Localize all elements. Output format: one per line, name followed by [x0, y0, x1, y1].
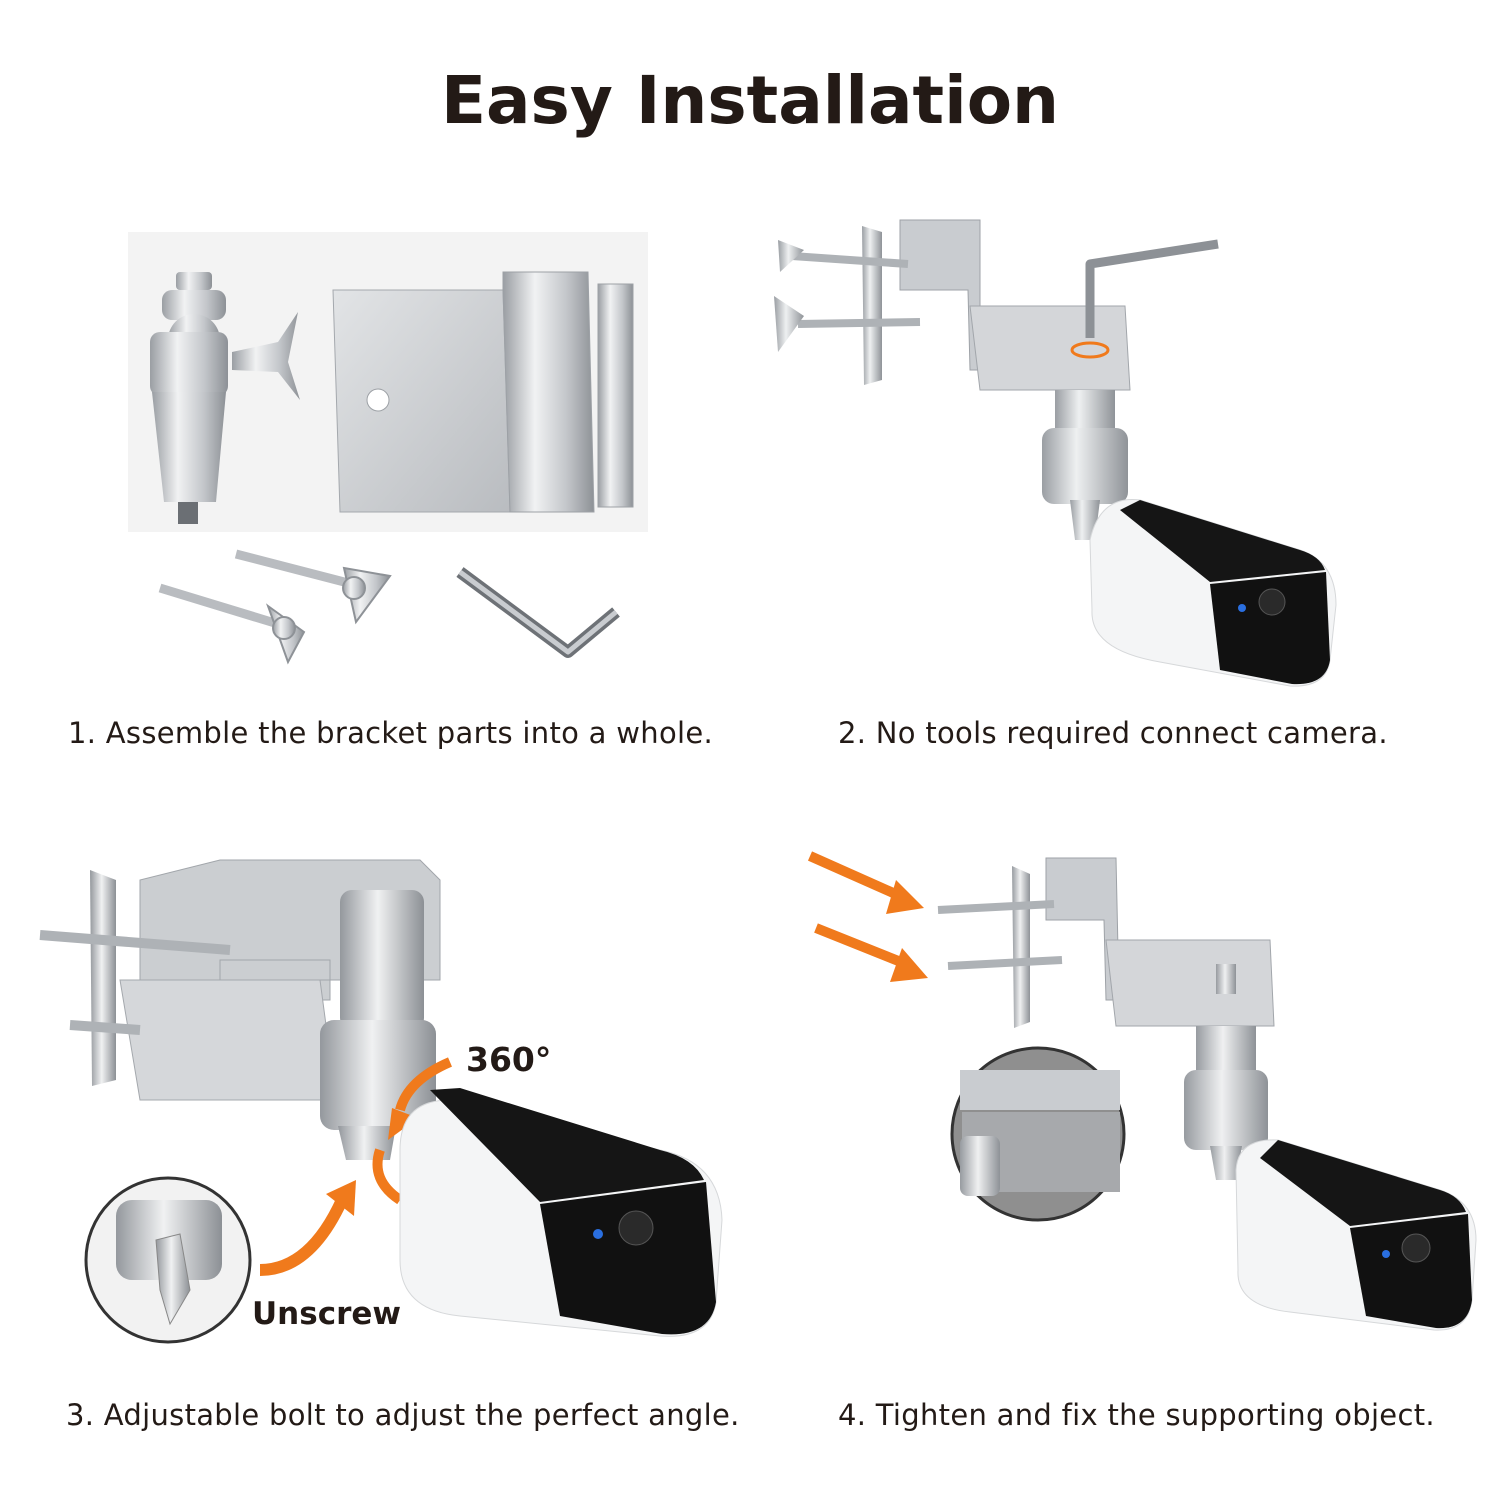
- bracket-clamp-icon: [774, 219, 1131, 391]
- camera-icon: [399, 1088, 723, 1337]
- step-3-caption: 3. Adjustable bolt to adjust the perfect…: [66, 1398, 740, 1432]
- swivel-post-icon: [1042, 390, 1128, 540]
- step-3-image: [20, 850, 740, 1350]
- camera-icon: [1235, 1139, 1477, 1331]
- unscrew-label: Unscrew: [252, 1296, 402, 1332]
- step-4-caption: 4. Tighten and fix the supporting object…: [838, 1398, 1435, 1432]
- push-arrow-icon: [259, 1180, 356, 1276]
- rotation-label: 360°: [466, 1040, 552, 1079]
- push-arrow-icon: [807, 851, 928, 982]
- zoom-detail-icon: [950, 1046, 1126, 1222]
- step-1-caption: 1. Assemble the bracket parts into a who…: [68, 716, 714, 750]
- step-2-caption: 2. No tools required connect camera.: [838, 716, 1388, 750]
- zoom-detail-icon: [84, 1176, 252, 1344]
- hex-key-icon: [1085, 239, 1219, 338]
- swivel-post-icon: [150, 272, 300, 524]
- camera-icon: [1089, 499, 1337, 687]
- bracket-clamp-icon: [937, 857, 1275, 1028]
- step-1-image: [128, 232, 648, 692]
- hex-key-icon: [456, 567, 620, 658]
- wing-screw-icon: [158, 549, 392, 665]
- rotate-arrow-icon: [1070, 341, 1110, 359]
- step-2-image: [760, 210, 1360, 690]
- page-title: Easy Installation: [440, 62, 1060, 139]
- swivel-post-icon: [1184, 1026, 1268, 1180]
- bracket-plate-icon: [332, 271, 634, 513]
- step-4-image: [800, 840, 1490, 1340]
